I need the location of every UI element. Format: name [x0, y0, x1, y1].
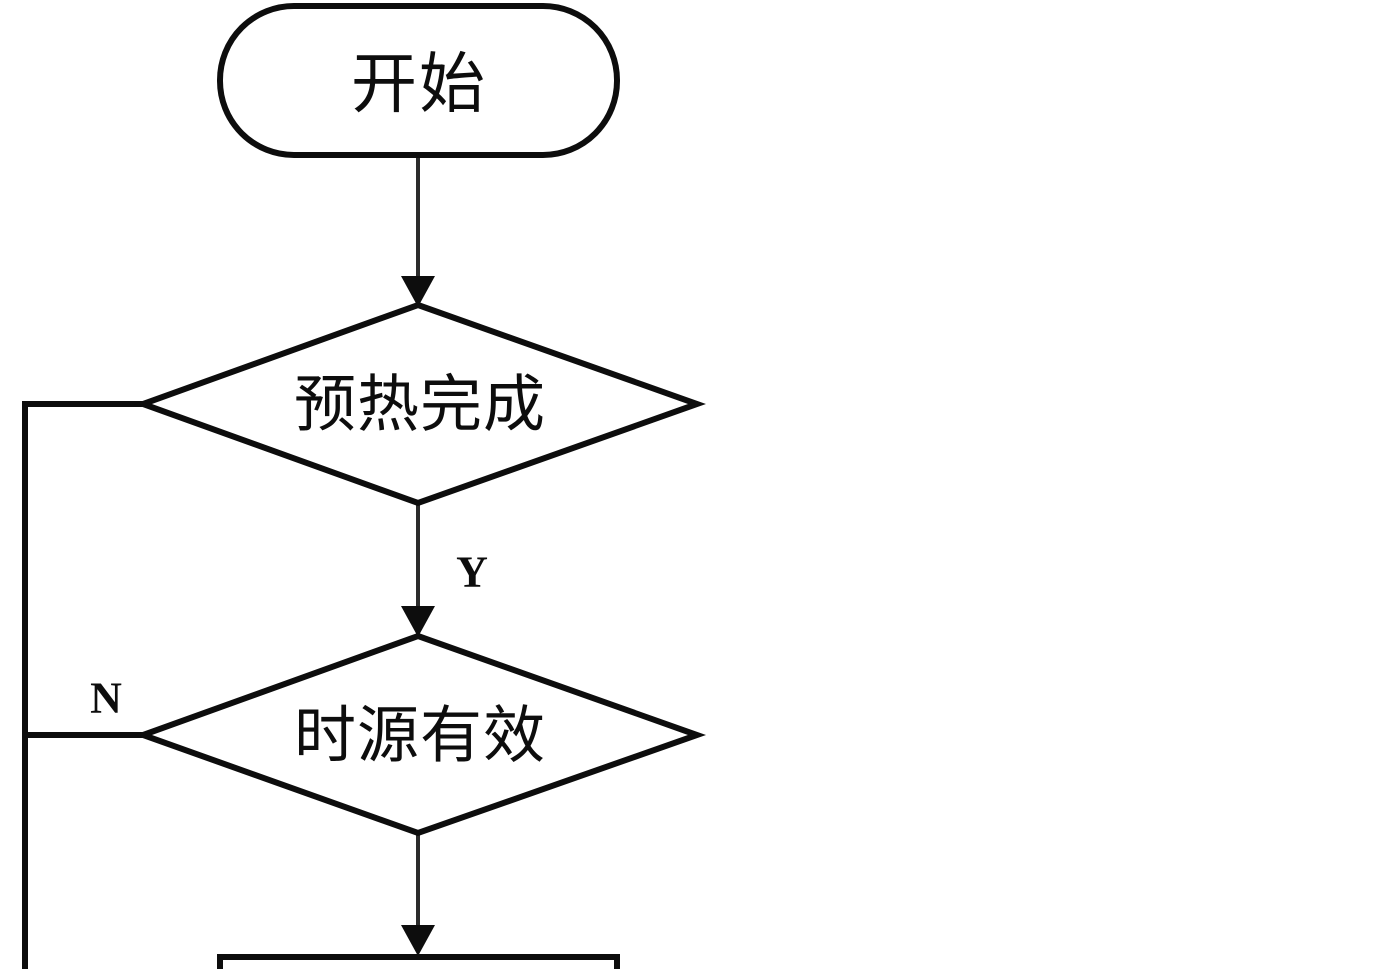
- node-start-label: 开始: [351, 46, 487, 123]
- node-decision-timesource-label: 时源有效: [294, 699, 546, 772]
- node-start[interactable]: 开始: [217, 3, 620, 158]
- node-decision-preheat-label: 预热完成: [294, 368, 546, 441]
- node-start-shape: [217, 3, 620, 158]
- edge-preheat-no-path: [22, 401, 143, 969]
- node-decision-timesource-shape: [134, 632, 707, 837]
- edge-start-to-preheat: [401, 155, 435, 307]
- node-process-next[interactable]: [217, 954, 620, 969]
- edge-preheat-yes: [401, 503, 435, 637]
- edge-timesource-yes: [401, 833, 435, 956]
- edge-label-yes: Y: [456, 548, 488, 597]
- edge-label-no: N: [90, 674, 122, 723]
- arrow-head-icon: [401, 276, 435, 307]
- arrow-head-icon: [401, 606, 435, 637]
- edge-preheat-no-loopback: [22, 401, 143, 969]
- node-decision-preheat-shape: [134, 301, 706, 507]
- node-decision-timesource[interactable]: 时源有效: [134, 632, 707, 837]
- arrow-head-icon: [401, 925, 435, 956]
- node-process-next-shape: [217, 954, 620, 969]
- node-decision-preheat[interactable]: 预热完成: [134, 301, 706, 507]
